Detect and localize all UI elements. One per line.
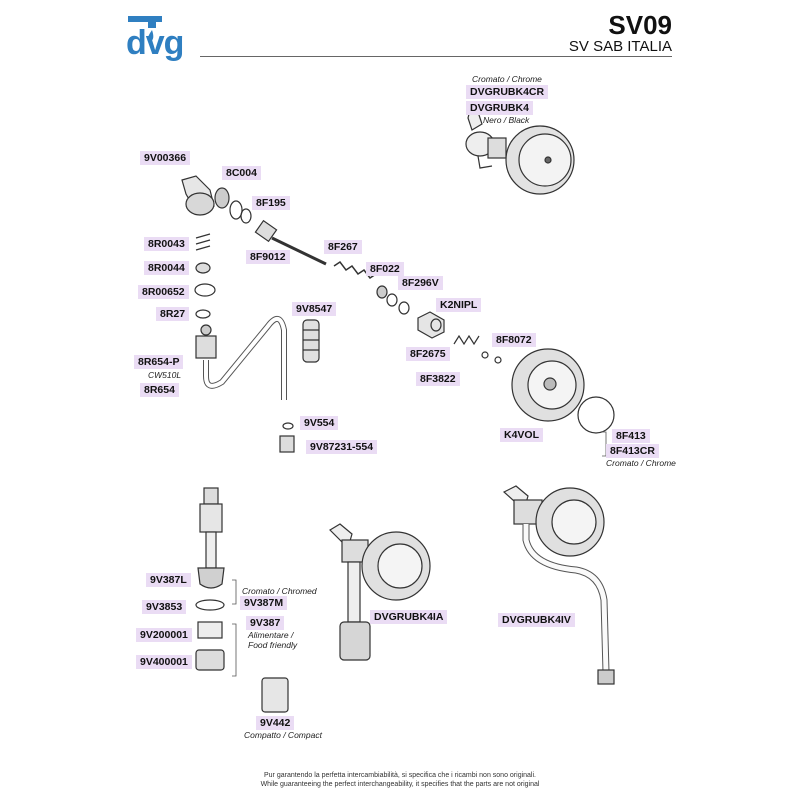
finish-note-chrome: Cromato / Chrome: [472, 74, 542, 84]
washer-8f3822-drawing: [494, 356, 502, 364]
part-label-9v87231-554: 9V87231-554: [306, 440, 378, 454]
ring-8f022-drawing: [376, 285, 388, 299]
part-label-9v387m: 9V387M: [240, 596, 288, 610]
part-label-dvgrubk4cr: DVGRUBK4CR: [466, 85, 549, 99]
spring-8r0043-drawing: [195, 233, 211, 251]
part-label-8r0044: 8R0044: [144, 261, 189, 275]
ring-8f296v-drawing: [386, 293, 398, 307]
part-label-8r654-p: 8R654-P: [134, 355, 184, 369]
part-label-dvgrubk4iv: DVGRUBK4IV: [498, 613, 575, 627]
footer-disclaimer-it: Pur garantendo la perfetta intercambiabi…: [264, 772, 536, 779]
cap-8f413-drawing: [577, 396, 615, 434]
ring-9v3853-drawing: [195, 599, 225, 611]
food-note-line2: Food friendly: [248, 640, 298, 650]
part-label-8f195: 8F195: [252, 196, 290, 210]
assembly-dvgrubk4iv-drawing: [502, 485, 615, 685]
nipple-k2nipl-drawing: [417, 311, 445, 339]
part-label-8f2675: 8F2675: [406, 347, 450, 361]
part-label-8r654: 8R654: [140, 383, 179, 397]
compact-note: Compatto / Compact: [244, 730, 322, 740]
sleeve-9v8547-drawing: [302, 319, 320, 363]
part-label-8f8072: 8F8072: [492, 333, 536, 347]
food-note-line1: Alimentare /: [248, 630, 294, 640]
part-label-8f296v: 8F296V: [398, 276, 443, 290]
part-label-k4vol: K4VOL: [500, 428, 544, 442]
part-label-8r0043: 8R0043: [144, 237, 189, 251]
part-label-9v554: 9V554: [300, 416, 339, 430]
header-divider: [200, 56, 672, 57]
logo-text: dvg: [126, 24, 184, 62]
part-label-9v442: 9V442: [256, 716, 295, 730]
valve-body-9v00366-drawing: [181, 175, 230, 216]
oring-8r27-drawing: [195, 309, 211, 319]
steam-wand-9v387-drawing: [197, 487, 225, 589]
part-label-9v387l: 9V387L: [146, 573, 191, 587]
part-label-8f413: 8F413: [612, 429, 650, 443]
part-label-8r27: 8R27: [156, 307, 190, 321]
part-label-9v400001: 9V400001: [136, 655, 192, 669]
oring-8c004-drawing: [229, 200, 243, 220]
part-label-9v00366: 9V00366: [140, 151, 191, 165]
part-label-9v200001: 9V200001: [136, 628, 192, 642]
page-title: SV09: [608, 10, 672, 40]
part-label-9v8547: 9V8547: [292, 302, 337, 316]
assembly-dvgrubk4ia-drawing: [329, 523, 431, 661]
assembled-tap-top-drawing: [465, 109, 575, 195]
part-label-dvgrubk4ia: DVGRUBK4IA: [370, 610, 448, 624]
part-label-9v3853: 9V3853: [142, 600, 187, 614]
oring-9v554-drawing: [282, 422, 294, 430]
washer-8f8072-drawing: [481, 351, 489, 359]
part-label-8f9012: 8F9012: [246, 250, 290, 264]
spring-8f267-drawing: [333, 260, 377, 280]
finish-note-chromed: Cromato / Chromed: [242, 586, 317, 596]
cap-9v400001-drawing: [195, 649, 225, 671]
tip-9v87231-drawing: [279, 435, 295, 453]
part-label-8f3822: 8F3822: [416, 372, 460, 386]
filter-9v200001-drawing: [197, 621, 223, 639]
part-label-8f413cr: 8F413CR: [606, 444, 659, 458]
knob-k4vol-drawing: [511, 348, 585, 422]
part-label-8f022: 8F022: [366, 262, 404, 276]
footer-disclaimer-en: While guaranteeing the perfect interchan…: [260, 781, 540, 788]
part-label-8r00652: 8R00652: [138, 285, 189, 299]
finish-note-black: Nero / Black: [483, 115, 530, 125]
washer-8r00652-drawing: [194, 283, 216, 297]
part-label-dvgrubk4: DVGRUBK4: [466, 101, 533, 115]
material-note-cw510l: CW510L: [148, 370, 182, 380]
nut-8r0044-drawing: [195, 262, 211, 274]
washer-8f195-drawing: [240, 208, 252, 224]
finish-note-chrome-cap: Cromato / Chrome: [606, 458, 676, 468]
part-label-9v387: 9V387: [246, 616, 285, 630]
spring-8f2675-drawing: [453, 334, 480, 346]
page-subtitle: SV SAB ITALIA: [568, 38, 672, 55]
dvg-logo-icon: [128, 16, 162, 42]
tip-9v442-drawing: [261, 677, 289, 713]
steam-pipe-8r654-drawing: [195, 316, 287, 400]
part-label-8c004: 8C004: [222, 166, 261, 180]
ring-8f296v-2-drawing: [398, 301, 410, 315]
spindle-8f9012-drawing: [254, 219, 327, 266]
part-label-k2nipl: K2NIPL: [436, 298, 482, 312]
part-label-8f267: 8F267: [324, 240, 362, 254]
